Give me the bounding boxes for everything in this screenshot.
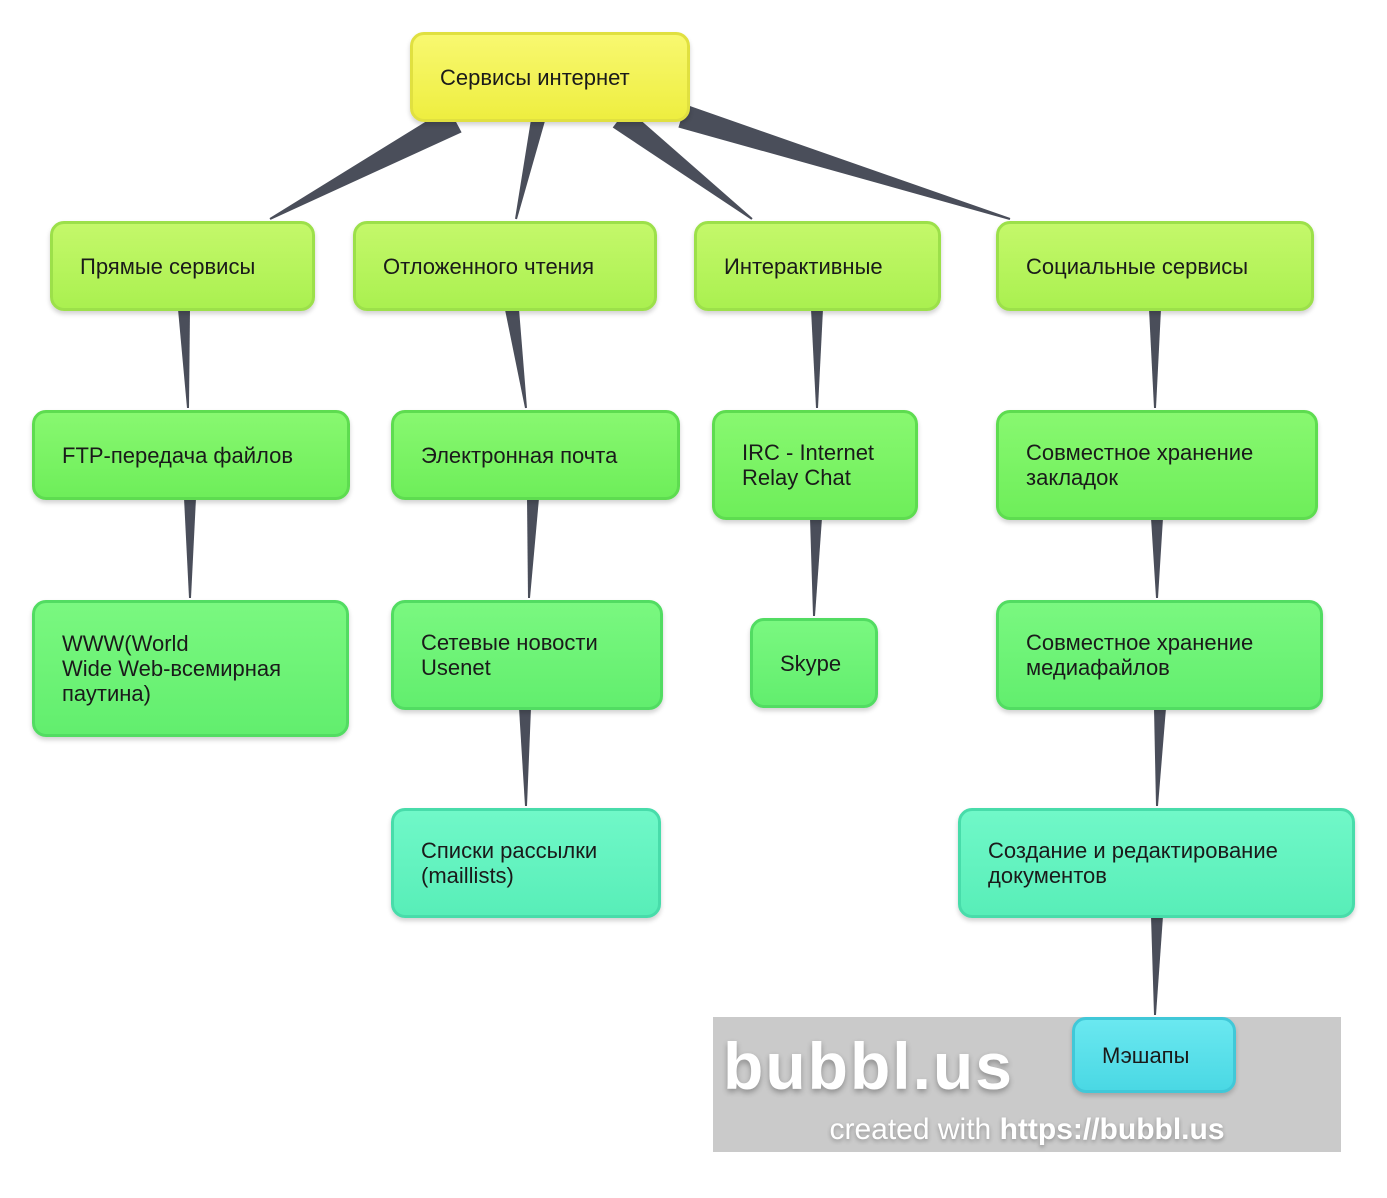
node-documents[interactable]: Создание и редактирование документов: [958, 808, 1355, 918]
connector: [1149, 309, 1161, 408]
bubblus-watermark: bubbl.us created with https://bubbl.us: [713, 1017, 1341, 1152]
node-www[interactable]: WWW(World Wide Web-всемирная паутина): [32, 600, 349, 737]
watermark-created-with: created with: [829, 1113, 992, 1146]
watermark-url: https://bubbl.us: [999, 1113, 1225, 1146]
node-ftp[interactable]: FTP-передача файлов: [32, 410, 350, 500]
connector: [1154, 707, 1166, 807]
node-root[interactable]: Сервисы интернет: [410, 32, 690, 122]
node-irc[interactable]: IRC - Internet Relay Chat: [712, 410, 918, 520]
node-social-services[interactable]: Социальные сервисы: [996, 221, 1314, 311]
connector: [505, 308, 527, 409]
node-deferred-reading[interactable]: Отложенного чтения: [353, 221, 657, 311]
watermark-logo: bubbl.us: [723, 1029, 1014, 1103]
node-direct-services[interactable]: Прямые сервисы: [50, 221, 315, 311]
connector: [184, 498, 196, 598]
watermark-caption: created with https://bubbl.us: [713, 1113, 1341, 1147]
node-email[interactable]: Электронная почта: [391, 410, 680, 500]
connector: [612, 108, 753, 220]
connector: [811, 309, 823, 408]
node-interactive[interactable]: Интерактивные: [694, 221, 941, 311]
connector: [519, 707, 531, 807]
connector: [1151, 915, 1163, 1016]
node-media[interactable]: Совместное хранение медиафайлов: [996, 600, 1323, 710]
node-bookmarks[interactable]: Совместное хранение закладок: [996, 410, 1318, 520]
connector: [178, 308, 190, 409]
connector: [810, 517, 822, 617]
node-maillists[interactable]: Списки рассылки (maillists): [391, 808, 661, 918]
connector: [527, 497, 539, 599]
node-skype[interactable]: Skype: [750, 618, 878, 708]
node-mashups[interactable]: Мэшапы: [1072, 1017, 1236, 1093]
connector: [515, 118, 545, 220]
node-usenet[interactable]: Сетевые новости Usenet: [391, 600, 663, 710]
connector: [1151, 518, 1163, 598]
connector: [269, 107, 462, 220]
connector: [678, 104, 1011, 220]
